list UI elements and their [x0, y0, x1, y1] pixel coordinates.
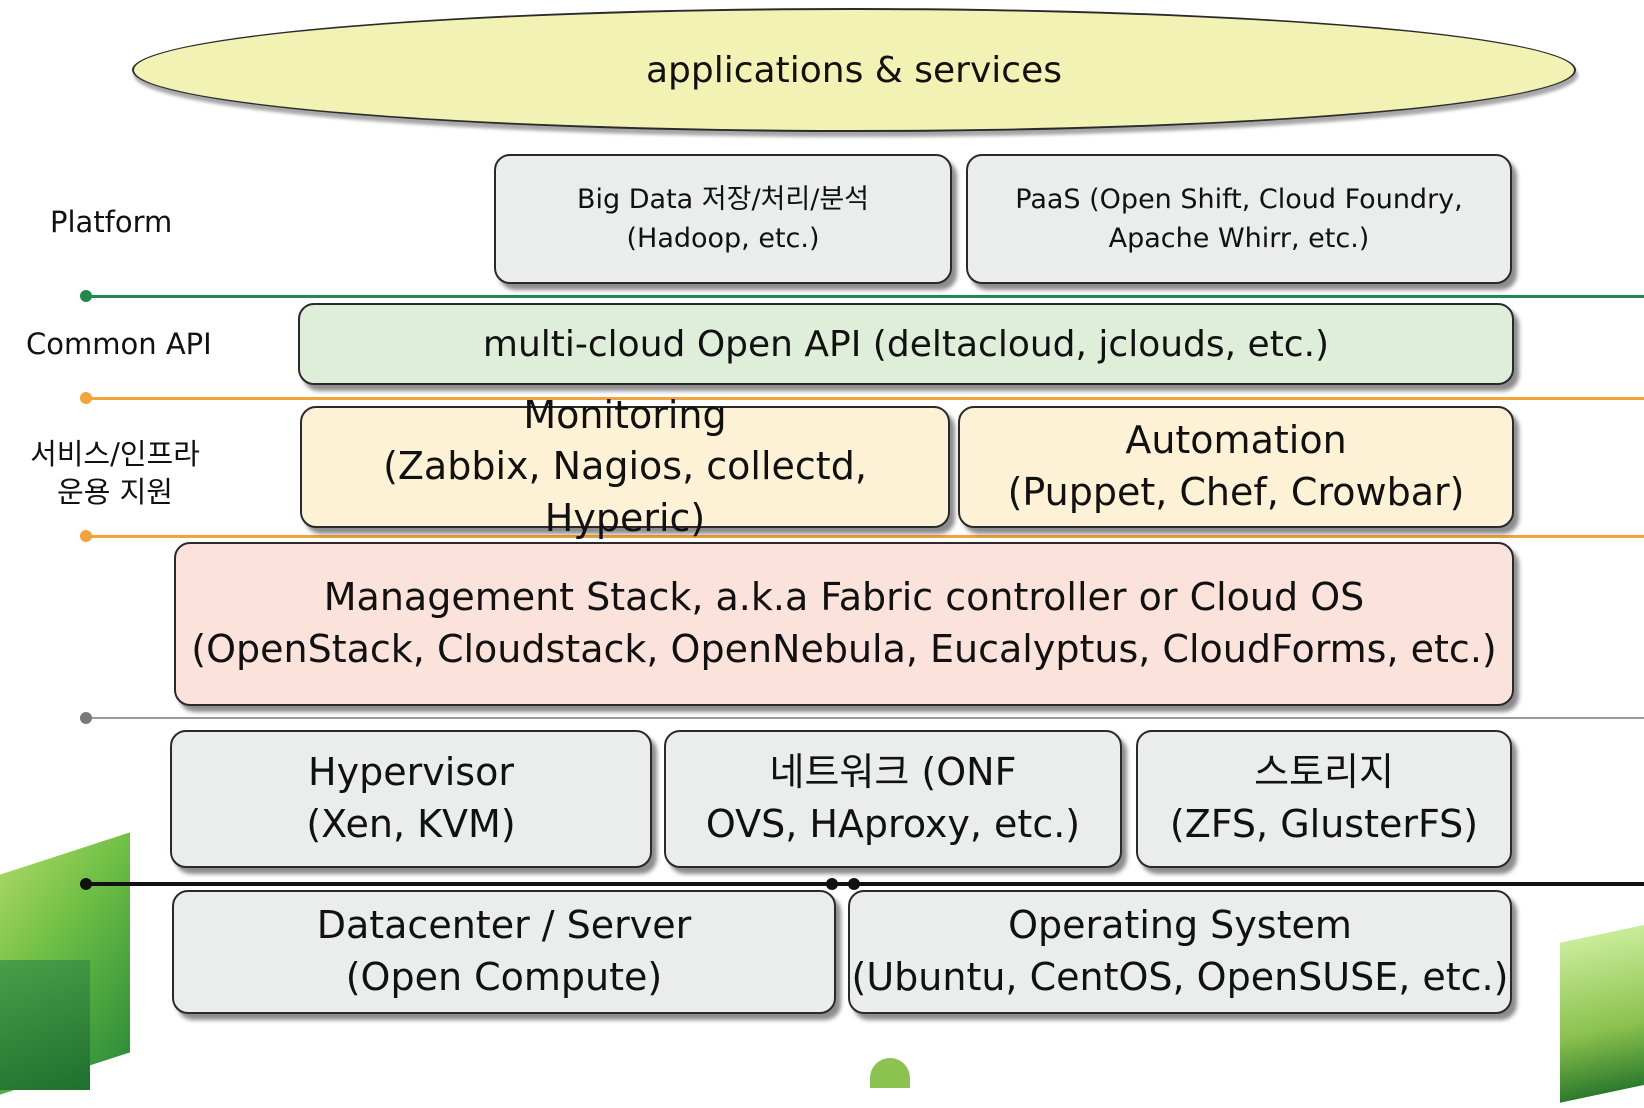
infra-separator-dot-mid2: [848, 878, 860, 890]
infra-separator-line: [86, 882, 1644, 886]
storage-box: 스토리지 (ZFS, GlusterFS): [1136, 730, 1512, 868]
common-api-separator-line: [86, 397, 1644, 400]
management-stack-items: (OpenStack, Cloudstack, OpenNebula, Euca…: [191, 627, 1497, 671]
paas-items: Apache Whirr, etc.): [1108, 223, 1370, 254]
operating-system-items: (Ubuntu, CentOS, OpenSUSE, etc.): [851, 955, 1509, 999]
monitoring-items: (Zabbix, Nagios, collectd, Hyperic): [383, 444, 867, 540]
operating-system-title: Operating System: [1008, 903, 1352, 948]
platform-separator-line: [86, 295, 1644, 298]
monitoring-title: Monitoring: [523, 392, 727, 437]
side-label-service-infra-line2: 운용 지원: [57, 474, 173, 509]
automation-box: Automation (Puppet, Chef, Crowbar): [958, 406, 1514, 528]
network-box: 네트워크 (ONF OVS, HAproxy, etc.): [664, 730, 1122, 868]
paas-box: PaaS (Open Shift, Cloud Foundry, Apache …: [966, 154, 1512, 284]
hypervisor-title: Hypervisor: [308, 750, 514, 795]
infra-separator-dot-left: [80, 878, 92, 890]
storage-title: 스토리지: [1254, 750, 1394, 795]
side-label-service-infra: 서비스/인프라 운용 지원: [12, 436, 218, 511]
monitoring-box: Monitoring (Zabbix, Nagios, collectd, Hy…: [300, 393, 950, 540]
infra-separator-dot-mid1: [826, 878, 838, 890]
hypervisor-box: Hypervisor (Xen, KVM): [170, 730, 652, 868]
paas-title: PaaS (Open Shift, Cloud Foundry,: [1015, 183, 1463, 215]
support-separator-dot: [80, 530, 92, 542]
applications-services-ellipse: applications & services: [132, 8, 1576, 132]
storage-items: (ZFS, GlusterFS): [1169, 802, 1479, 846]
bigdata-title: Big Data 저장/처리/분석: [576, 183, 870, 215]
datacenter-items: (Open Compute): [345, 955, 663, 999]
decorative-green-shape-bottom: [870, 1058, 910, 1088]
common-api-box: multi-cloud Open API (deltacloud, jcloud…: [298, 303, 1514, 385]
side-label-platform: Platform: [50, 205, 173, 239]
applications-services-label: applications & services: [645, 49, 1062, 91]
hypervisor-items: (Xen, KVM): [306, 802, 516, 846]
common-api-separator-dot: [80, 392, 92, 404]
automation-title: Automation: [1125, 418, 1347, 463]
network-items: OVS, HAproxy, etc.): [705, 802, 1081, 846]
platform-separator-dot: [80, 290, 92, 302]
bigdata-items: (Hadoop, etc.): [626, 223, 820, 254]
common-api-label: multi-cloud Open API (deltacloud, jcloud…: [482, 323, 1330, 365]
side-label-service-infra-line1: 서비스/인프라: [30, 437, 200, 471]
automation-items: (Puppet, Chef, Crowbar): [1007, 470, 1465, 514]
management-stack-box: Management Stack, a.k.a Fabric controlle…: [174, 542, 1514, 706]
management-separator-line: [86, 717, 1644, 719]
management-stack-title: Management Stack, a.k.a Fabric controlle…: [323, 575, 1365, 620]
decorative-green-shape-left: [0, 960, 90, 1090]
network-title: 네트워크 (ONF: [769, 750, 1017, 795]
datacenter-box: Datacenter / Server (Open Compute): [172, 890, 836, 1014]
side-label-common-api: Common API: [26, 327, 212, 361]
bigdata-box: Big Data 저장/처리/분석 (Hadoop, etc.): [494, 154, 952, 284]
datacenter-title: Datacenter / Server: [316, 903, 692, 948]
operating-system-box: Operating System (Ubuntu, CentOS, OpenSU…: [848, 890, 1512, 1014]
management-separator-dot: [80, 712, 92, 724]
support-separator-line: [86, 535, 1644, 538]
decorative-green-cube-right: [1560, 917, 1644, 1103]
